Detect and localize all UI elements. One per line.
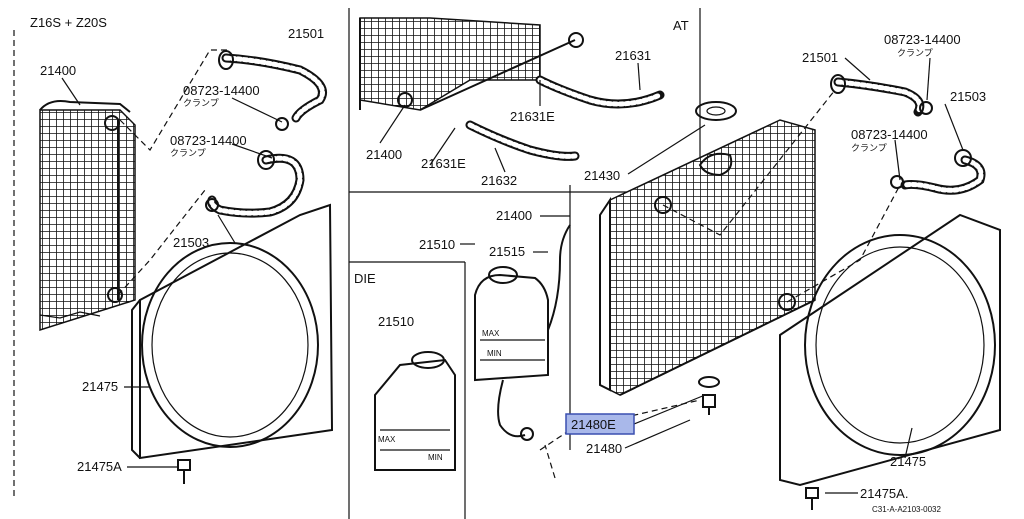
- left-upper-hose[interactable]: [218, 50, 327, 131]
- label-08723-c: 08723-14400: [884, 32, 961, 47]
- right-fan-shroud[interactable]: [779, 213, 1001, 487]
- labels: Z16S + Z20S AT DIE 21400 21501 08723-144…: [30, 15, 986, 514]
- label-die-section: DIE: [354, 271, 376, 286]
- right-upper-hose[interactable]: [830, 74, 933, 117]
- label-clamp-d: クランプ: [851, 143, 887, 153]
- at-radiator-detail[interactable]: [359, 17, 584, 111]
- at-cooler-hose-21632[interactable]: [465, 120, 580, 161]
- main-radiator[interactable]: [599, 119, 816, 396]
- label-clamp-a: クランプ: [183, 98, 219, 108]
- label-08723-b: 08723-14400: [170, 133, 247, 148]
- label-tank-max-b: MAX: [378, 435, 396, 444]
- label-at-section: AT: [673, 18, 689, 33]
- label-engine-variant: Z16S + Z20S: [30, 15, 107, 30]
- label-21475-right: 21475: [890, 454, 926, 469]
- label-tank-min-b: MIN: [428, 453, 443, 462]
- label-leaders: [61, 57, 964, 494]
- at-cooler-hose-21631[interactable]: [535, 75, 665, 109]
- label-21515: 21515: [489, 244, 525, 259]
- label-21631E-b: 21631E: [510, 109, 555, 124]
- right-dashed-leaders: [539, 89, 901, 479]
- label-21503-right: 21503: [950, 89, 986, 104]
- label-21501-left: 21501: [288, 26, 324, 41]
- label-21480: 21480: [586, 441, 622, 456]
- label-clamp-c: クランプ: [897, 48, 933, 58]
- label-clamp-b: クランプ: [170, 148, 206, 158]
- footer-code: C31-A-A2103-0032: [872, 505, 941, 514]
- reservoir-21510[interactable]: [474, 266, 549, 441]
- label-21631E-a: 21631E: [421, 156, 466, 171]
- left-fan-shroud[interactable]: [131, 203, 334, 460]
- label-21400-at: 21400: [366, 147, 402, 162]
- diesel-reservoir-21510[interactable]: [374, 351, 456, 471]
- left-lower-hose[interactable]: [205, 150, 305, 218]
- label-21475A-left: 21475A: [77, 459, 122, 474]
- label-21480E: 21480E: [571, 417, 616, 432]
- label-21632: 21632: [481, 173, 517, 188]
- label-tank-max-a: MAX: [482, 329, 500, 338]
- label-08723-d: 08723-14400: [851, 127, 928, 142]
- label-21631: 21631: [615, 48, 651, 63]
- section-frames: [13, 8, 701, 519]
- label-21430: 21430: [584, 168, 620, 183]
- drain-plug-21480[interactable]: [698, 376, 720, 415]
- label-21400-mid: 21400: [496, 208, 532, 223]
- highlight-21480E[interactable]: [565, 413, 635, 435]
- right-bolt[interactable]: [805, 487, 819, 510]
- label-21503-left: 21503: [173, 235, 209, 250]
- label-21510-die: 21510: [378, 314, 414, 329]
- label-21501-right: 21501: [802, 50, 838, 65]
- label-21475A-right: 21475A.: [860, 486, 908, 501]
- label-21475-left: 21475: [82, 379, 118, 394]
- radiator-cap-21430[interactable]: [695, 101, 737, 121]
- overflow-tube-21515[interactable]: [547, 224, 571, 331]
- left-bolt[interactable]: [177, 459, 191, 484]
- left-radiator[interactable]: [39, 100, 136, 332]
- label-21510: 21510: [419, 237, 455, 252]
- left-dashed-leaders: [117, 49, 283, 296]
- label-tank-min-a: MIN: [487, 349, 502, 358]
- right-lower-hose[interactable]: [890, 149, 986, 195]
- label-21400-left: 21400: [40, 63, 76, 78]
- label-08723-a: 08723-14400: [183, 83, 260, 98]
